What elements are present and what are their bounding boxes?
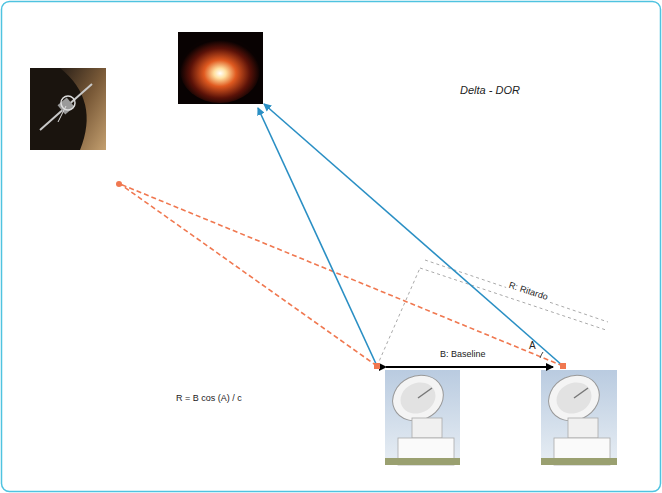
diagram-title: Delta - DOR: [460, 84, 520, 97]
baseline-label: B: Baseline: [438, 349, 488, 360]
spacecraft-picture: [30, 68, 106, 150]
angle-arc: [540, 352, 543, 358]
angle-label: A: [529, 340, 536, 352]
station-point: [560, 363, 566, 369]
spacecraft-signal-lines: [120, 184, 563, 366]
station-point: [374, 363, 380, 369]
radio-source-lines: [258, 104, 563, 366]
formula-label: R = B cos (A) / c: [176, 393, 242, 404]
radio-source-picture: [178, 32, 263, 104]
antenna-picture: [541, 367, 617, 465]
spacecraft-point: [116, 181, 122, 187]
delay-construction-lines: [377, 260, 608, 366]
antenna-picture: [385, 367, 460, 465]
baseline-arrow: [386, 366, 553, 368]
